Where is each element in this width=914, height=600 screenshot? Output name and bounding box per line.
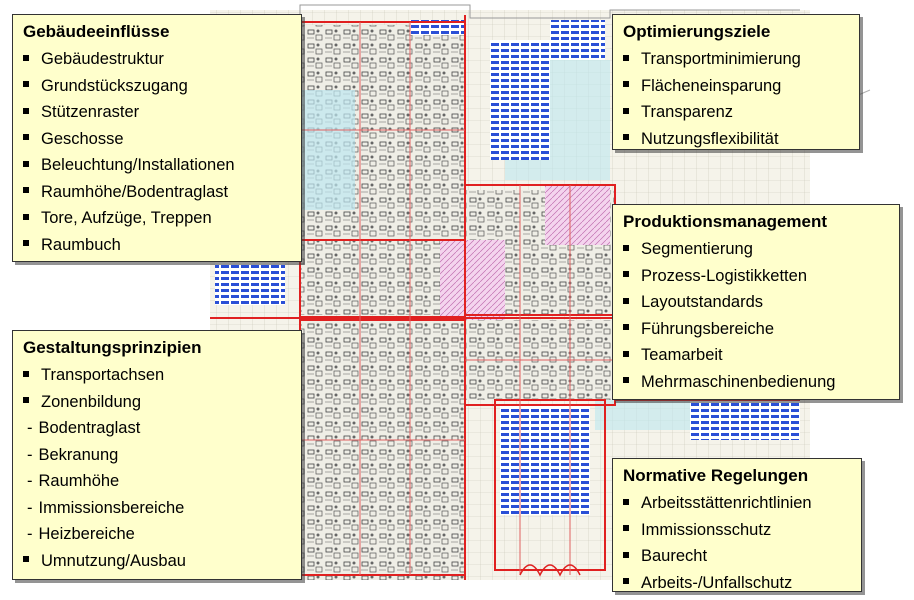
list-item: Stützenraster xyxy=(23,99,293,126)
list-item: Teamarbeit xyxy=(623,342,891,369)
list-item: Layoutstandards xyxy=(623,289,891,316)
list-item: Baurecht xyxy=(623,543,853,570)
sub-list-item: -Heizbereiche xyxy=(27,525,135,543)
bullet-icon xyxy=(623,551,629,558)
list-item: Segmentierung xyxy=(623,236,891,263)
building-influences-box: Gebäudeeinflüsse Gebäudestruktur Grundst… xyxy=(12,14,302,262)
building-influences-list: Gebäudestruktur Grundstückszugang Stütze… xyxy=(23,46,293,258)
optimization-goals-box: Optimierungsziele Transportminimierung F… xyxy=(612,14,860,150)
list-item: Immissionsschutz xyxy=(623,517,853,544)
bullet-icon xyxy=(23,54,29,61)
bullet-icon xyxy=(23,134,29,141)
optimization-goals-list: Transportminimierung Flächeneinsparung T… xyxy=(623,46,851,152)
bullet-icon xyxy=(623,324,629,331)
list-item: Transparenz xyxy=(623,99,851,126)
optimization-goals-title: Optimierungsziele xyxy=(623,22,771,41)
production-management-list: Segmentierung Prozess-Logistikketten Lay… xyxy=(623,236,891,395)
list-item: Führungsbereiche xyxy=(623,316,891,343)
design-principles-list: Transportachsen Zonenbildung -Bodentragl… xyxy=(23,362,293,574)
design-principles-box: Gestaltungsprinzipien Transportachsen Zo… xyxy=(12,330,302,580)
production-management-title: Produktionsmanagement xyxy=(623,212,828,231)
bullet-icon xyxy=(623,578,629,585)
list-item: Nutzungsflexibilität xyxy=(623,126,851,153)
bullet-icon xyxy=(23,240,29,247)
bullet-icon xyxy=(23,397,29,404)
sub-list-item: -Raumhöhe xyxy=(27,472,120,490)
list-item: Grundstückszugang xyxy=(23,73,293,100)
bullet-icon xyxy=(23,370,29,377)
production-management-box: Produktionsmanagement Segmentierung Proz… xyxy=(612,204,900,400)
normative-regulations-title: Normative Regelungen xyxy=(623,466,809,485)
bullet-icon xyxy=(623,271,629,278)
bullet-icon xyxy=(23,187,29,194)
list-item: Geschosse xyxy=(23,126,293,153)
list-item: Tore, Aufzüge, Treppen xyxy=(23,205,293,232)
bullet-icon xyxy=(23,213,29,220)
sub-list-item: -Immissionsbereiche xyxy=(27,498,185,517)
building-influences-title: Gebäudeeinflüsse xyxy=(23,22,170,41)
bullet-icon xyxy=(623,350,629,357)
normative-regulations-box: Normative Regelungen Arbeitsstättenricht… xyxy=(612,458,862,592)
bullet-icon xyxy=(23,556,29,563)
list-item: Arbeits-/Unfallschutz xyxy=(623,570,853,597)
list-item: Arbeitsstättenrichtlinien xyxy=(623,490,853,517)
bullet-icon xyxy=(623,377,629,384)
bullet-icon xyxy=(623,134,629,141)
bullet-icon xyxy=(623,107,629,114)
bullet-icon xyxy=(623,244,629,251)
bullet-icon xyxy=(623,54,629,61)
list-item: Prozess-Logistikketten xyxy=(623,263,891,290)
list-item: Beleuchtung/Installationen xyxy=(23,152,293,179)
list-item: Raumbuch xyxy=(23,232,293,259)
list-item: Transportachsen xyxy=(23,362,293,389)
list-item: Flächeneinsparung xyxy=(623,73,851,100)
sub-list-item: -Bodentraglast xyxy=(27,419,141,437)
list-item: Zonenbildung xyxy=(23,389,293,416)
list-item: Transportminimierung xyxy=(623,46,851,73)
bullet-icon xyxy=(623,297,629,304)
bullet-icon xyxy=(623,498,629,505)
sub-list-item: -Bekranung xyxy=(27,445,119,464)
list-item: Mehrmaschinenbedienung xyxy=(623,369,891,396)
bullet-icon xyxy=(23,160,29,167)
bullet-icon xyxy=(623,81,629,88)
normative-regulations-list: Arbeitsstättenrichtlinien Immissionsschu… xyxy=(623,490,853,596)
list-item: Raumhöhe/Bodentraglast xyxy=(23,179,293,206)
bullet-icon xyxy=(23,107,29,114)
design-principles-title: Gestaltungsprinzipien xyxy=(23,338,202,357)
list-item: Gebäudestruktur xyxy=(23,46,293,73)
list-item: Umnutzung/Ausbau xyxy=(23,548,293,575)
bullet-icon xyxy=(23,81,29,88)
bullet-icon xyxy=(623,525,629,532)
